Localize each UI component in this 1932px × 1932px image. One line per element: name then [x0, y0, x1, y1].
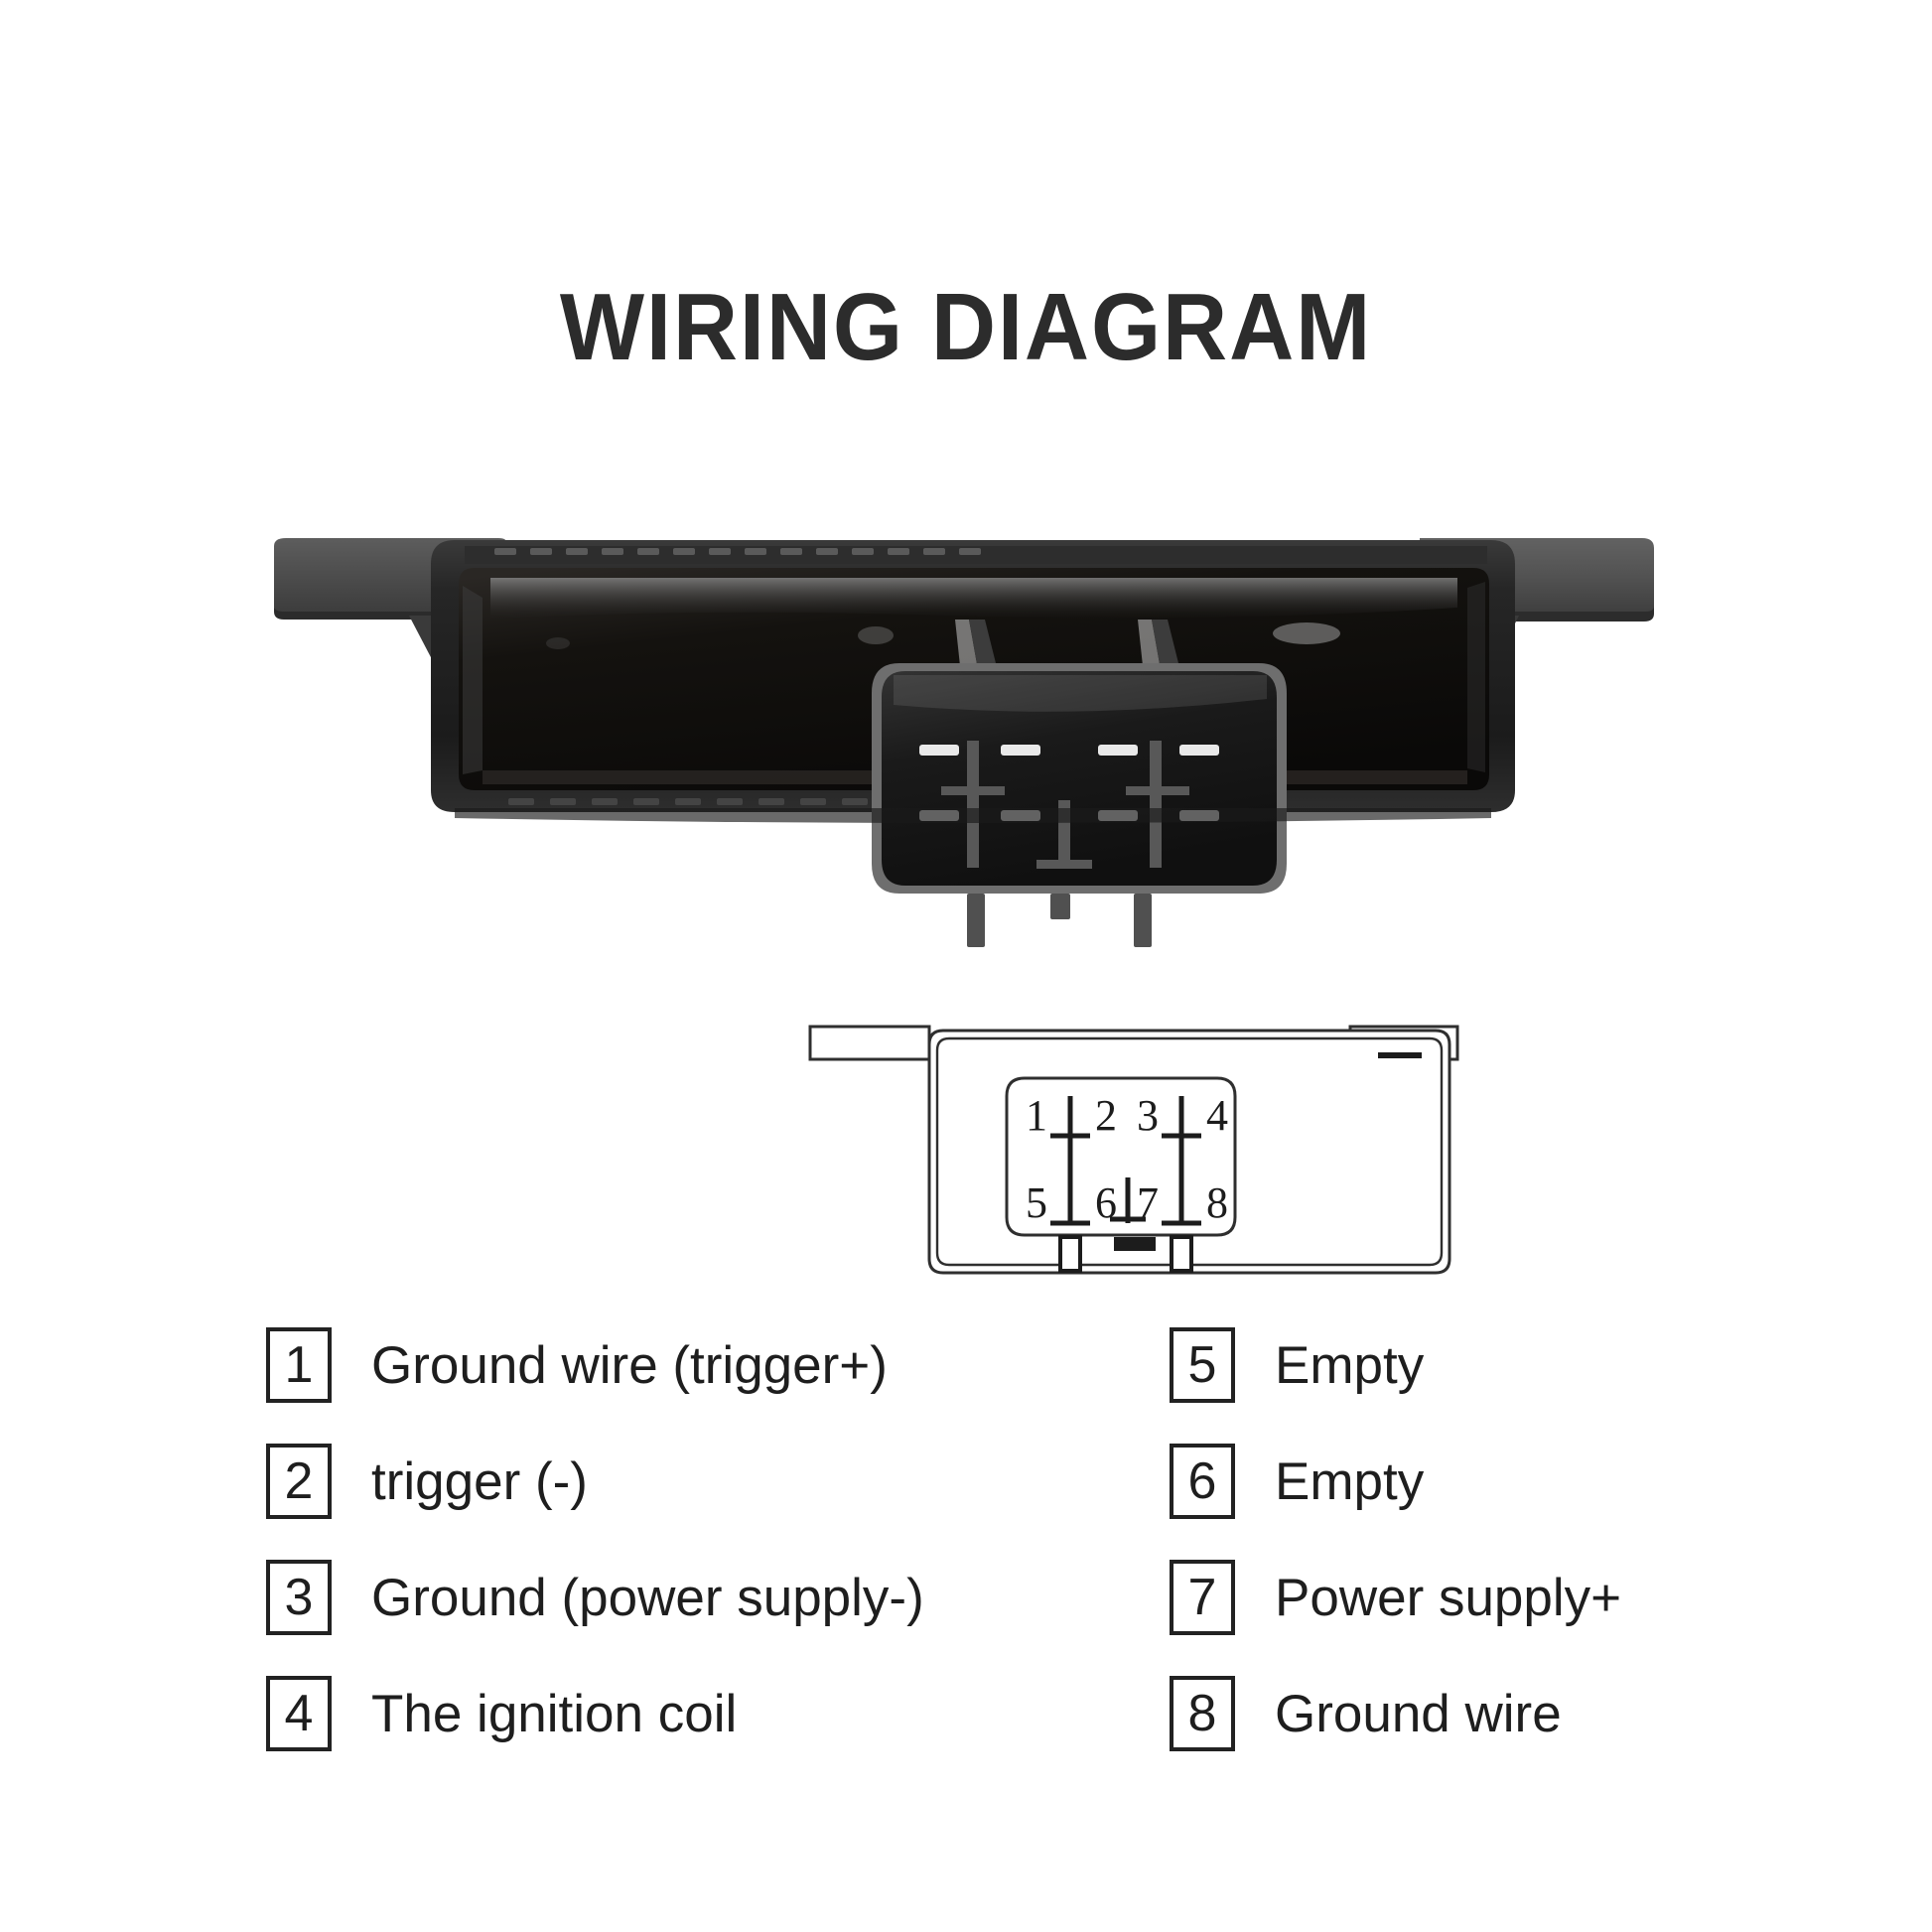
legend-number-box-8: 8	[1170, 1676, 1235, 1751]
connector-line-drawing: 1 2 3 4 5 6 7 8	[794, 1013, 1469, 1301]
legend-label-4: The ignition coil	[371, 1684, 738, 1743]
right-wing-tick	[1378, 1052, 1422, 1058]
legend-label-5: Empty	[1275, 1335, 1425, 1395]
pin-number-6: 6	[1095, 1178, 1117, 1227]
pin-number-5: 5	[1026, 1178, 1047, 1227]
legend-item-2: 2 trigger (-)	[266, 1443, 588, 1520]
legend-item-5: 5 Empty	[1170, 1326, 1424, 1404]
legend-number-box-1: 1	[266, 1327, 332, 1403]
legend-number-box-2: 2	[266, 1444, 332, 1519]
legend-label-6: Empty	[1275, 1451, 1425, 1511]
legend-label-8: Ground wire	[1275, 1684, 1562, 1743]
legend-label-1: Ground wire (trigger+)	[371, 1335, 888, 1395]
connector-pin-slots-top	[919, 745, 1219, 756]
pin-legend: 1 Ground wire (trigger+) 2 trigger (-) 3…	[266, 1326, 1735, 1793]
pin-number-8: 8	[1206, 1178, 1228, 1227]
legend-label-2: trigger (-)	[371, 1451, 588, 1511]
drawing-terminal-tabs	[1058, 1235, 1193, 1273]
legend-label-7: Power supply+	[1275, 1568, 1622, 1627]
connector-block	[872, 663, 1287, 894]
legend-item-6: 6 Empty	[1170, 1443, 1424, 1520]
legend-item-8: 8 Ground wire	[1170, 1675, 1562, 1752]
legend-item-4: 4 The ignition coil	[266, 1675, 737, 1752]
pin-number-1: 1	[1026, 1091, 1047, 1140]
legend-number-box-6: 6	[1170, 1444, 1235, 1519]
legend-item-3: 3 Ground (power supply-)	[266, 1559, 924, 1636]
pin-number-3: 3	[1137, 1091, 1159, 1140]
legend-item-1: 1 Ground wire (trigger+)	[266, 1326, 888, 1404]
connector-terminal-tabs	[967, 894, 1152, 947]
pin-rails	[1050, 1096, 1201, 1226]
legend-number-box-5: 5	[1170, 1327, 1235, 1403]
legend-number-box-4: 4	[266, 1676, 332, 1751]
legend-item-7: 7 Power supply+	[1170, 1559, 1621, 1636]
pin-number-4: 4	[1206, 1091, 1228, 1140]
connector-retainer-posts	[955, 620, 1181, 675]
page-title: WIRING DIAGRAM	[559, 274, 1373, 380]
legend-number-box-7: 7	[1170, 1560, 1235, 1635]
legend-number-box-3: 3	[266, 1560, 332, 1635]
legend-label-3: Ground (power supply-)	[371, 1568, 924, 1627]
pin-number-2: 2	[1095, 1091, 1117, 1140]
pin-number-7: 7	[1137, 1178, 1159, 1227]
product-photo	[260, 524, 1674, 1021]
